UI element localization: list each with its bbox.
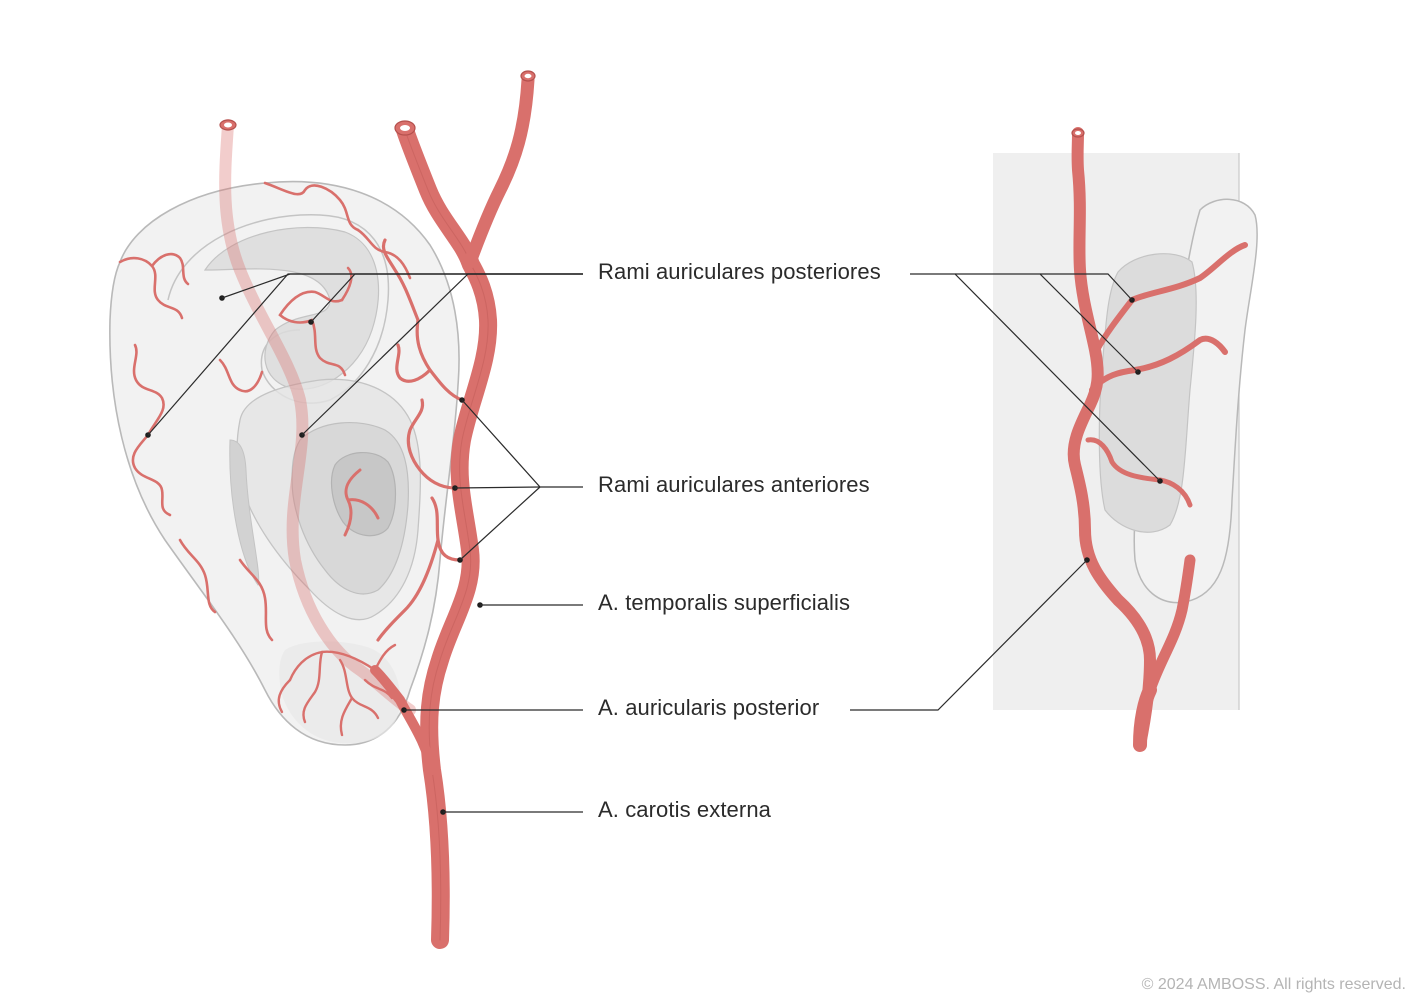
posterior-auricular-trunk: [1067, 127, 1157, 751]
lower-trunk: [1133, 683, 1157, 752]
label-rami-auriculares-anteriores: Rami auriculares anteriores: [598, 472, 870, 497]
leader-lines: [147, 273, 1161, 813]
copyright-notice: © 2024 AMBOSS. All rights reserved.: [1141, 976, 1406, 993]
vessel-lumen: [524, 73, 532, 79]
label-a-carotis-externa: A. carotis externa: [598, 797, 771, 822]
posterior-view-branches: [1085, 242, 1248, 508]
helix-fold: [167, 214, 390, 404]
lateral-ear-view: [109, 70, 536, 949]
label-a-auricularis-posterior: A. auricularis posterior: [598, 695, 820, 720]
parietal-branch: [463, 73, 535, 269]
posterior-ear-view: [993, 127, 1258, 752]
lobule-vessel-network: [277, 643, 397, 737]
helix-vessels: [118, 181, 412, 642]
vessel-lumen: [224, 122, 232, 128]
external-acoustic-meatus: [330, 451, 397, 537]
vessel-lumen: [400, 125, 410, 131]
label-a-temporalis-superficialis: A. temporalis superficialis: [598, 590, 851, 615]
label-rami-auriculares-posteriores: Rami auriculares posteriores: [598, 259, 881, 284]
triangular-fossa: [229, 439, 260, 587]
anterior-auricular-branches: [376, 238, 464, 642]
posterior-auricular-artery-behind-ear: [219, 119, 416, 716]
second-trunk: [1144, 554, 1196, 696]
posterior-auricular-origin: [370, 665, 437, 775]
vessel-lumen: [1075, 131, 1081, 135]
concha-vessel: [343, 468, 380, 537]
